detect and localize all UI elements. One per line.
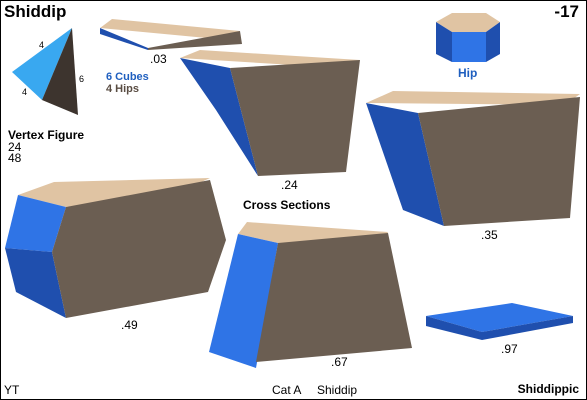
vertex-figure-number: 24 <box>8 140 22 154</box>
cross-section-03 <box>100 19 242 50</box>
hip-label: Hip <box>458 66 478 80</box>
cross-section-value: .24 <box>281 178 298 192</box>
cells-legend: 6 Cubes 4 Hips <box>106 71 149 95</box>
vertex-figure-icon <box>12 28 78 115</box>
edge-label: 4 <box>39 40 45 50</box>
vertex-figure-number: 48 <box>8 151 22 165</box>
cross-section-24 <box>180 50 360 176</box>
vertex-figure-title: Vertex Figure <box>8 128 85 142</box>
page-title: Shiddip <box>4 2 67 21</box>
edge-label: 6 <box>79 74 85 84</box>
edge-label: 4 <box>22 87 28 97</box>
cross-section-97 <box>426 303 573 340</box>
cross-section-35 <box>366 91 580 226</box>
polytope-code: -17 <box>554 2 579 21</box>
cross-section-value: .67 <box>331 355 348 369</box>
cross-section-value: .03 <box>150 52 167 66</box>
cross-section-67 <box>209 222 412 368</box>
cross-section-value: .97 <box>501 342 518 356</box>
category-label: Cat A <box>272 383 302 397</box>
author-initials: YT <box>4 383 20 397</box>
footer-name: Shiddip <box>317 383 358 397</box>
cross-section-49 <box>5 178 226 318</box>
group-name: Shiddippic <box>517 382 579 396</box>
cross-sections-title: Cross Sections <box>243 198 331 212</box>
cross-section-value: .49 <box>121 318 138 332</box>
cross-section-value: .35 <box>481 228 498 242</box>
cells-cubes: 6 Cubes <box>106 71 149 83</box>
cells-hips: 4 Hips <box>106 83 140 95</box>
hip-icon <box>436 13 500 62</box>
